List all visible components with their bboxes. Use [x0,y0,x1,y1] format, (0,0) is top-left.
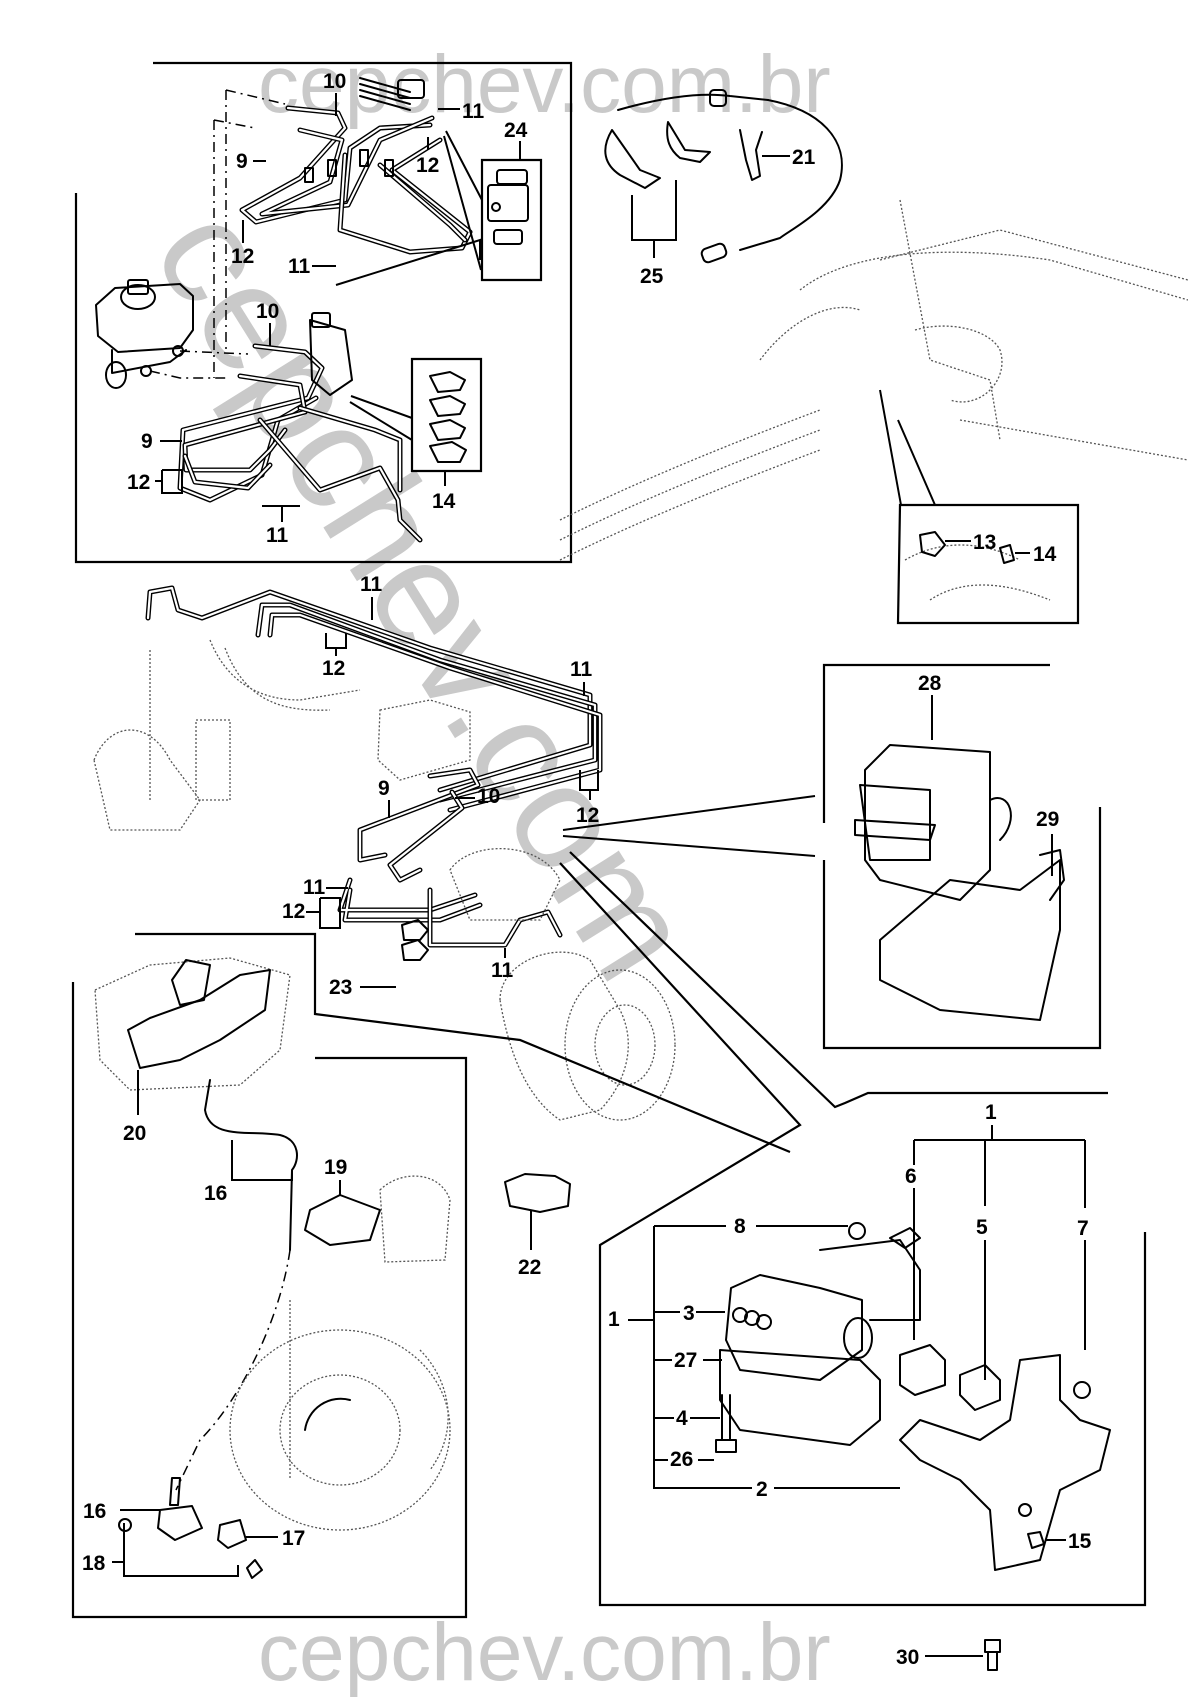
clip-14-inset [349,357,483,486]
inset-abs-module: 28 29 [822,663,1102,1050]
sensor-pointer-frame [135,932,791,1154]
callout-7: 7 [1077,1217,1089,1240]
main-pipe-assembly [93,585,676,1121]
inset-pointer [335,238,481,286]
callout-16: 16 [204,1182,227,1205]
callout-11: 11 [266,524,289,547]
callout-15: 15 [1068,1530,1092,1553]
callout-11: 11 [462,100,485,123]
callout-13: 13 [973,531,996,554]
callout-4: 4 [676,1407,688,1430]
callout-26: 26 [670,1448,693,1471]
callout-12: 12 [231,245,254,268]
callout-25: 25 [640,265,664,288]
abs-pointer [562,795,816,857]
callout-8: 8 [734,1215,746,1238]
callout-11: 11 [360,573,383,596]
callout-9: 9 [141,430,153,453]
inset-abs-modulator: 1 6 5 7 8 1 3 27 4 26 2 15 [559,851,1147,1607]
callout-12: 12 [322,657,345,680]
inset-clips-13-14: 13 14 [879,389,1080,625]
inset-frame [559,862,1147,1607]
callout-16: 16 [83,1500,106,1523]
callout-19: 19 [324,1156,347,1179]
callout-1: 1 [608,1308,620,1331]
callout-11: 11 [491,959,514,982]
pointer-line [569,851,1108,1109]
callout-6: 6 [905,1165,917,1188]
callout-29: 29 [1036,808,1059,831]
pipe-bundle-lower [177,312,423,543]
callout-12: 12 [282,900,305,923]
callout-10: 10 [256,300,279,323]
callout-14: 14 [432,490,456,513]
clip-23: 23 [329,919,429,999]
vehicle-frame-ghost [559,199,1188,561]
wear-sensor-group: 25 21 [604,89,843,288]
watermark-bottom: cepchev.com.br [258,1607,831,1698]
callout-24: 24 [504,119,528,142]
pipe-bundle-upper [239,77,473,255]
clip-24-inset [443,130,543,282]
callout-11: 11 [288,255,311,278]
callout-27: 27 [674,1349,697,1372]
callout-30: 30 [896,1646,919,1669]
inset-frame [71,982,468,1619]
callout-14: 14 [1033,543,1057,566]
callout-22: 22 [518,1256,541,1279]
inset-wheel-sensor: 20 16 19 16 17 18 [71,932,791,1619]
callout-9: 9 [378,777,390,800]
watermark: cepchev.com.br cepchev.com.br cepchev.co… [123,39,831,1698]
connection-lines [149,89,286,379]
inset-frame [74,61,573,564]
callout-1: 1 [985,1101,997,1124]
callout-12: 12 [127,471,150,494]
bolt-30: 30 [896,1639,1001,1671]
callout-9: 9 [236,150,248,173]
callout-10: 10 [477,785,500,808]
callout-20: 20 [123,1122,146,1145]
callout-3: 3 [683,1302,695,1325]
callout-10: 10 [323,70,346,93]
callout-28: 28 [918,672,942,695]
callout-5: 5 [976,1216,988,1239]
callout-2: 2 [756,1478,768,1501]
callout-18: 18 [82,1552,106,1575]
inset-master-cylinder: 10 11 9 12 24 12 11 10 9 12 14 11 [74,61,573,564]
callout-12: 12 [576,804,599,827]
callout-11: 11 [303,876,326,899]
inset-frame [822,663,1102,1050]
callout-12: 12 [416,154,439,177]
watermark-top: cepchev.com.br [258,39,831,130]
callout-23: 23 [329,976,352,999]
clip-22: 22 [504,1173,571,1279]
callout-21: 21 [792,146,816,169]
callout-11: 11 [570,658,593,681]
callout-17: 17 [282,1527,305,1550]
